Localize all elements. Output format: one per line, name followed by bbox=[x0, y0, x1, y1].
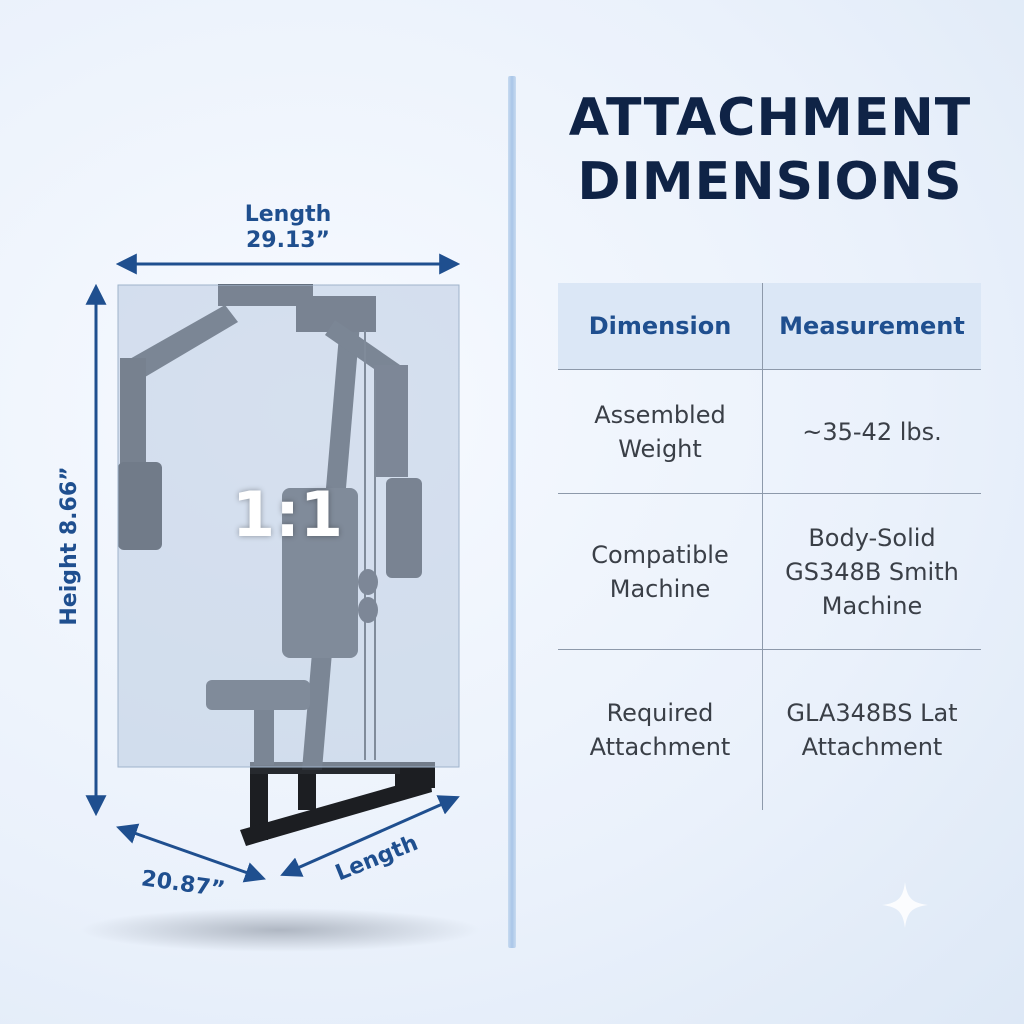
table-row: Assembled Weight ~35-42 lbs. bbox=[558, 369, 981, 494]
measurement-text: Machine bbox=[821, 591, 923, 620]
measurement-text: GLA348BS Lat bbox=[786, 698, 958, 727]
dimension-text: Attachment bbox=[589, 732, 731, 761]
height-label: Height 8.66” bbox=[57, 466, 82, 626]
header-dimension: Dimension bbox=[558, 283, 763, 370]
top-length-value: 29.13” bbox=[245, 228, 331, 253]
header-measurement: Measurement bbox=[762, 283, 981, 370]
dimension-text: Compatible bbox=[591, 540, 729, 569]
measurement-cell: GLA348BS Lat Attachment bbox=[762, 649, 981, 810]
title-line-2: DIMENSIONS bbox=[577, 152, 963, 212]
ratio-badge: 1:1 bbox=[232, 478, 344, 551]
table-row: Required Attachment GLA348BS Lat Attachm… bbox=[558, 649, 981, 810]
measurement-text: GS348B Smith bbox=[785, 557, 959, 586]
floor-shadow bbox=[80, 908, 480, 952]
measurement-text: Body-Solid bbox=[808, 523, 936, 552]
table-header-row: Dimension Measurement bbox=[558, 283, 981, 370]
sparkle-icon bbox=[882, 882, 928, 928]
title-line-1: ATTACHMENT bbox=[568, 88, 972, 148]
dimension-text: Required bbox=[606, 698, 714, 727]
product-diagram: Length 29.13” Height 8.66” 20.87” Length… bbox=[0, 0, 510, 1024]
dimension-cell: Compatible Machine bbox=[558, 493, 763, 650]
top-length-label: Length bbox=[244, 202, 332, 227]
measurement-text: ~35-42 lbs. bbox=[802, 417, 942, 446]
dimension-box bbox=[117, 284, 460, 768]
table-row: Compatible Machine Body-Solid GS348B Smi… bbox=[558, 493, 981, 650]
dimension-text: Weight bbox=[618, 434, 702, 463]
page-title: ATTACHMENT DIMENSIONS bbox=[540, 86, 1000, 214]
spec-table: Dimension Measurement Assembled Weight ~… bbox=[558, 283, 981, 810]
dimension-text: Machine bbox=[609, 574, 711, 603]
section-divider bbox=[508, 76, 516, 948]
depth-arrow bbox=[116, 823, 266, 883]
machine-drawing bbox=[80, 253, 480, 952]
dimension-text: Assembled bbox=[594, 400, 726, 429]
dimension-cell: Assembled Weight bbox=[558, 369, 763, 494]
measurement-cell: Body-Solid GS348B Smith Machine bbox=[762, 493, 981, 650]
measurement-text: Attachment bbox=[801, 732, 943, 761]
bottom-length-arrow bbox=[280, 795, 460, 877]
measurement-cell: ~35-42 lbs. bbox=[762, 369, 981, 494]
top-length-caption: Length 29.13” bbox=[208, 202, 368, 254]
dimension-cell: Required Attachment bbox=[558, 649, 763, 810]
